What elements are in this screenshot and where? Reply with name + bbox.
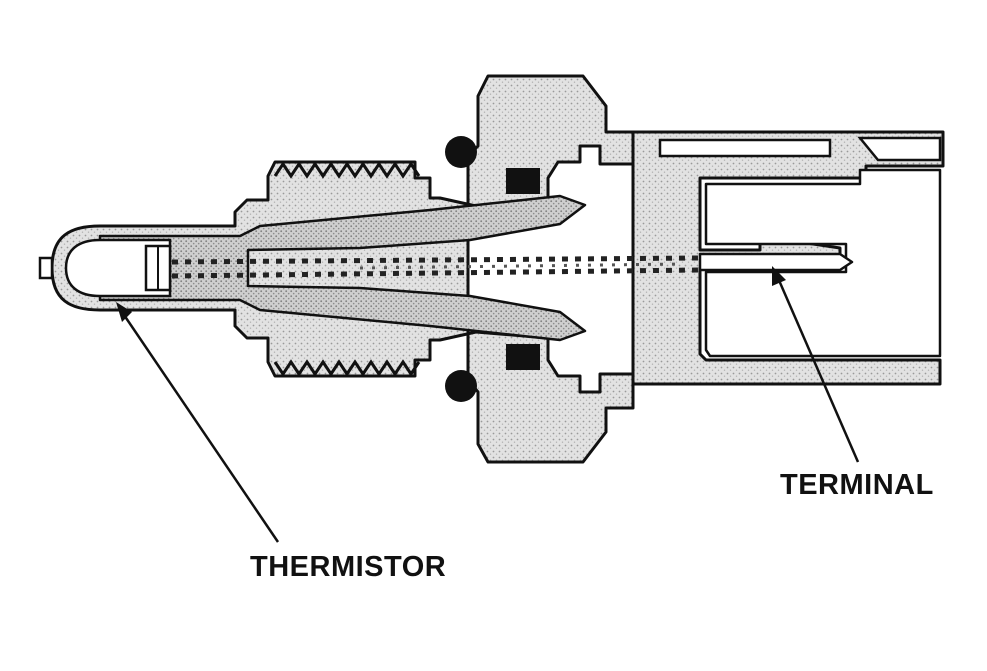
o-ring-bottom <box>445 370 477 402</box>
lead-wire-lower <box>171 267 701 279</box>
probe-tip-inner <box>64 238 172 298</box>
probe-tip-outer <box>38 256 54 280</box>
thermistor-leader-line <box>120 311 280 543</box>
seal-top <box>506 168 540 194</box>
callouts <box>116 266 860 543</box>
thermistor-tip <box>38 238 172 298</box>
connector-cavity <box>704 168 942 358</box>
probe-core <box>98 194 587 342</box>
lead-wires <box>171 255 701 279</box>
terminal-leader-line <box>776 277 860 463</box>
seal-bottom <box>506 344 540 370</box>
probe-cone <box>98 194 587 342</box>
seals <box>445 136 540 402</box>
terminal-arrowhead <box>772 266 786 286</box>
thermistor-arrowhead <box>116 302 132 322</box>
thread-section <box>273 161 421 377</box>
latch-top <box>658 138 832 158</box>
terminal-label: TERMINAL <box>780 469 934 501</box>
o-ring-top <box>445 136 477 168</box>
terminal-pin <box>698 252 854 272</box>
thermistor-label: THERMISTOR <box>250 551 446 583</box>
terminal-blade <box>698 252 854 272</box>
thread-bottom <box>273 359 421 377</box>
thread-top <box>273 161 421 179</box>
lead-wire-upper <box>171 255 701 265</box>
housing-outline <box>50 74 635 464</box>
lead-wire-mid <box>359 262 681 270</box>
latch-slot <box>857 136 942 162</box>
